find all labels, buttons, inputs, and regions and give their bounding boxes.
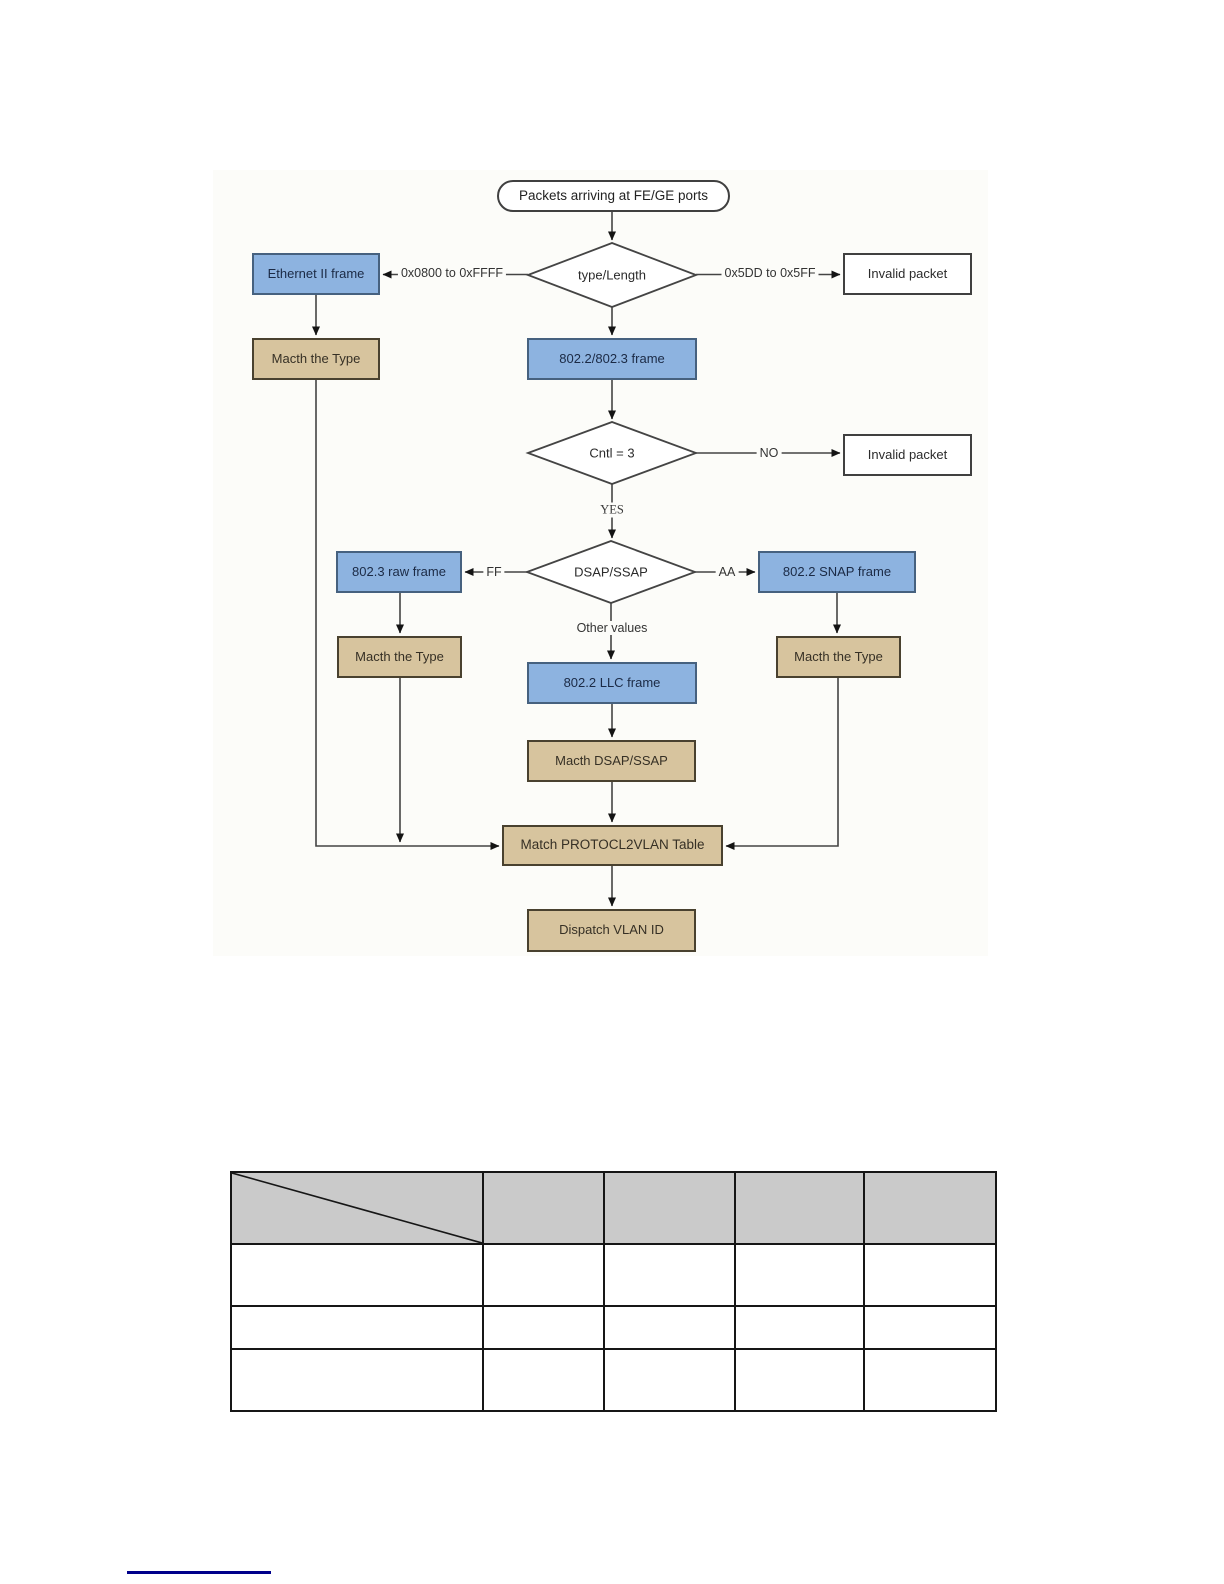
table-cell — [482, 1305, 605, 1350]
table-header-cell — [603, 1171, 736, 1245]
node-macth-the-type-1-label: Macth the Type — [271, 350, 361, 366]
node-8022-llc-frame: 802.2 LLC frame — [527, 662, 697, 704]
table-cell — [603, 1348, 736, 1412]
node-macth-the-type-3-label: Macth the Type — [794, 648, 883, 664]
node-8022-snap-frame: 802.2 SNAP frame — [758, 551, 916, 593]
table-cell — [482, 1243, 605, 1307]
edge-macth3-to-protocl — [725, 678, 839, 850]
edge-label-0x5dd-to-0x5ff: 0x5DD to 0x5FF — [721, 266, 819, 280]
table-header-cell — [734, 1171, 865, 1245]
edge-label-no: NO — [756, 446, 782, 460]
node-8023-raw-frame: 802.3 raw frame — [336, 551, 462, 593]
table-cell — [734, 1243, 865, 1307]
node-8022-snap-frame-label: 802.2 SNAP frame — [782, 563, 892, 579]
node-invalid-packet-2: Invalid packet — [843, 434, 972, 476]
node-8022-8023-frame-label: 802.2/802.3 frame — [559, 350, 665, 366]
table-row — [230, 1305, 997, 1350]
table-cell — [863, 1243, 997, 1307]
node-start-label: Packets arriving at FE/GE ports — [518, 187, 709, 203]
node-macth-the-type-1: Macth the Type — [252, 338, 380, 380]
node-invalid-packet-1: Invalid packet — [843, 253, 972, 295]
node-dispatch-vlan-id: Dispatch VLAN ID — [527, 909, 696, 952]
table-header-row — [230, 1171, 997, 1245]
table-row — [230, 1243, 997, 1307]
table-cell — [603, 1305, 736, 1350]
node-macth-dsap-ssap: Macth DSAP/SSAP — [527, 740, 696, 782]
table-row — [230, 1348, 997, 1412]
edge-label-aa: AA — [715, 565, 739, 579]
protocol-vlan-table — [230, 1171, 997, 1412]
node-ethernet-ii-frame-label: Ethernet II frame — [267, 265, 365, 281]
node-macth-the-type-2: Macth the Type — [337, 636, 462, 678]
node-invalid-packet-1-label: Invalid packet — [867, 265, 948, 281]
table-header-corner-cell — [230, 1171, 484, 1245]
table-cell — [230, 1348, 484, 1412]
node-match-protocl2vlan-table-label: Match PROTOCL2VLAN Table — [520, 837, 705, 853]
node-macth-dsap-ssap-label: Macth DSAP/SSAP — [555, 752, 668, 768]
node-8023-raw-frame-label: 802.3 raw frame — [352, 563, 446, 579]
node-dsap-ssap-label: DSAP/SSAP — [574, 564, 648, 580]
table-cell — [734, 1305, 865, 1350]
table-cell — [863, 1348, 997, 1412]
edge-macth1-to-protocl — [315, 380, 500, 850]
edge-label-0x0800-to-0xffff: 0x0800 to 0xFFFF — [397, 266, 507, 280]
node-cntl-label: Cntl = 3 — [589, 445, 635, 461]
edge-label-other-values: Other values — [573, 621, 651, 635]
table-header-cell — [482, 1171, 605, 1245]
table-cell — [230, 1243, 484, 1307]
node-macth-the-type-2-label: Macth the Type — [355, 648, 444, 664]
edge-label-yes: YES — [597, 502, 627, 518]
edge-label-ff: FF — [483, 565, 505, 579]
table-cell — [603, 1243, 736, 1307]
node-ethernet-ii-frame: Ethernet II frame — [252, 253, 380, 295]
node-match-protocl2vlan-table: Match PROTOCL2VLAN Table — [502, 825, 723, 866]
table-cell — [482, 1348, 605, 1412]
node-8022-llc-frame-label: 802.2 LLC frame — [563, 674, 661, 690]
diagonal-slash — [232, 1173, 482, 1243]
footnote-rule — [127, 1571, 271, 1574]
node-8022-8023-frame: 802.2/802.3 frame — [527, 338, 697, 380]
node-start: Packets arriving at FE/GE ports — [497, 180, 730, 212]
table-header-cell — [863, 1171, 997, 1245]
node-macth-the-type-3: Macth the Type — [776, 636, 901, 678]
node-dispatch-vlan-id-label: Dispatch VLAN ID — [559, 922, 664, 938]
node-invalid-packet-2-label: Invalid packet — [867, 446, 948, 462]
node-type-length-label: type/Length — [578, 267, 646, 283]
table-cell — [230, 1305, 484, 1350]
table-cell — [863, 1305, 997, 1350]
table-cell — [734, 1348, 865, 1412]
